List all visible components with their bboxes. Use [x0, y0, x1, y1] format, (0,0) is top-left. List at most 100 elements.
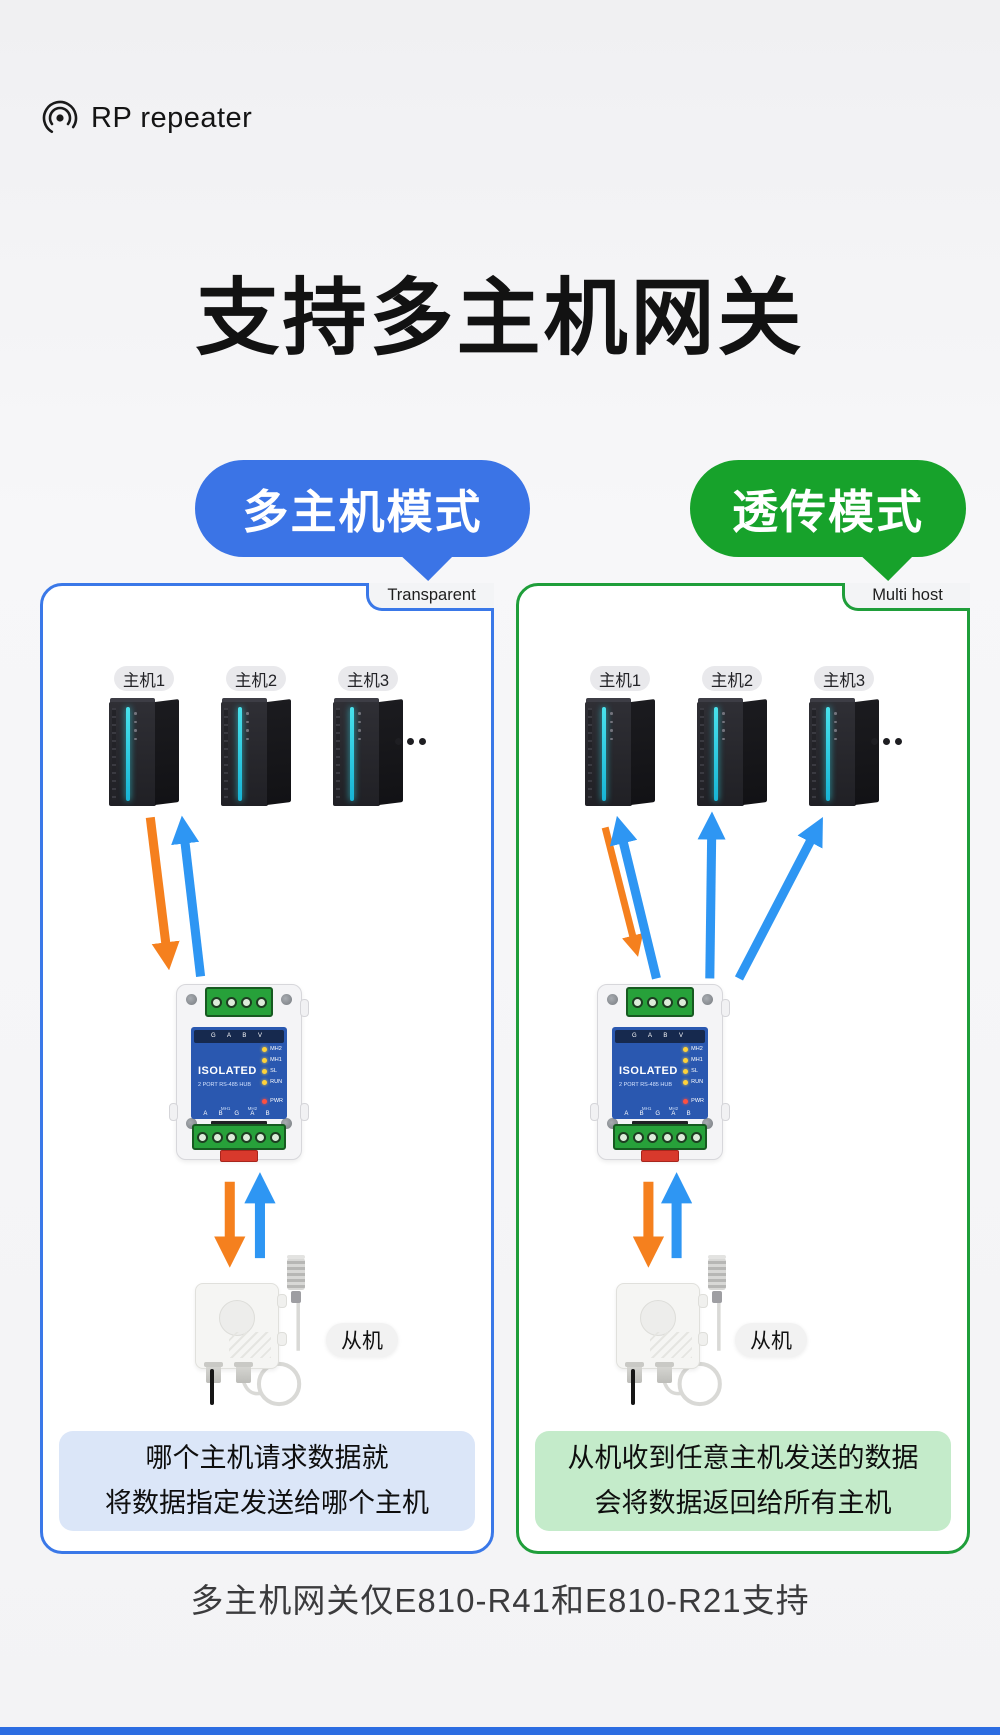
mounting-ear [277, 1332, 287, 1346]
pc-buttons [246, 712, 249, 741]
pc-led-stripe [826, 707, 831, 801]
terminal-screw [632, 996, 643, 1008]
host-computer [221, 698, 291, 806]
terminal-screw [690, 1131, 702, 1143]
cable-gland [234, 1362, 253, 1383]
led-run: RUN [262, 1079, 283, 1085]
led-dot [683, 1098, 689, 1104]
slave-vent-hatch [650, 1332, 692, 1358]
led-mh1: MH1 [683, 1057, 704, 1063]
panel-transparent-mode: Transparent 主机1 主机2 主机3 [40, 583, 494, 1554]
slave-disc [219, 1299, 255, 1336]
mounting-ear [721, 999, 730, 1017]
ellipsis-more-hosts [395, 738, 426, 745]
pc-front-face [109, 702, 156, 806]
terminal-block-top [205, 987, 273, 1017]
ellipsis-more-hosts [871, 738, 902, 745]
pc-side-face [855, 699, 879, 805]
terminal-screw [676, 1131, 688, 1143]
note-line: 从机收到任意主机发送的数据 [567, 1443, 919, 1473]
pc-top-face [586, 698, 632, 703]
led-sl: SL [683, 1068, 704, 1074]
host-label: 主机1 [590, 666, 650, 691]
pc-front-face [221, 702, 268, 806]
host-label: 主机2 [702, 666, 762, 691]
mode-badge-transparent: 透传模式 [690, 460, 966, 581]
mounting-ear [300, 999, 309, 1017]
pin-labels-bottom: MH1 MH2 A B G A B [203, 1106, 275, 1117]
screw [607, 994, 618, 1005]
pc-side-face [155, 699, 179, 805]
host-computer [809, 698, 879, 806]
pc-grill [335, 708, 341, 800]
screw [607, 1118, 618, 1129]
brand-name: RP repeater [91, 101, 253, 134]
pc-front-face [697, 702, 744, 806]
panel-tab-label: Multi host [872, 586, 943, 604]
rp-repeater-logo-icon [42, 100, 78, 136]
pc-top-face [334, 698, 380, 703]
mode-badge-label: 透传模式 [732, 485, 924, 538]
host-computer [109, 698, 179, 806]
mounting-ear [300, 1103, 309, 1121]
device-front-panel: G A B V ISOLATED 2 PORT RS-485 HUB MH2 M… [191, 1027, 287, 1119]
bottom-accent-strip [0, 1727, 1000, 1735]
pin-labels-top: G A B V [615, 1030, 705, 1043]
led-column: MH2 MH1 SL RUN PWR [683, 1046, 704, 1104]
terminal-screw [632, 1131, 644, 1143]
antenna-connector [291, 1291, 301, 1303]
device-model-text: 2 PORT RS-485 HUB [619, 1082, 672, 1088]
speech-tail [398, 553, 456, 581]
terminal-screw [211, 1131, 223, 1143]
host-label: 主机1 [114, 666, 174, 691]
mode-description: 哪个主机请求数据就 将数据指定发送给哪个主机 [59, 1431, 475, 1531]
mode-badge-label: 多主机模式 [242, 485, 483, 538]
device-model-text: 2 PORT RS-485 HUB [198, 1082, 251, 1088]
rs485-hub-device: G A B V ISOLATED 2 PORT RS-485 HUB MH2 M… [590, 984, 730, 1162]
screw [281, 994, 292, 1005]
led-pwr: PWR [262, 1098, 283, 1104]
page-title: 支持多主机网关 [195, 271, 805, 365]
sensor-probe [210, 1369, 214, 1405]
note-line: 将数据指定发送给哪个主机 [105, 1488, 429, 1518]
pc-top-face [810, 698, 856, 703]
terminal-screw [226, 996, 237, 1008]
screw [186, 994, 197, 1005]
mounting-ear [698, 1294, 708, 1308]
terminal-screw [255, 1131, 267, 1143]
mounting-ear [590, 1103, 599, 1121]
pc-grill [223, 708, 229, 800]
pc-buttons [834, 712, 837, 741]
pc-top-face [110, 698, 156, 703]
led-dot [262, 1068, 268, 1074]
pc-led-stripe [350, 707, 355, 801]
slave-disc [640, 1299, 676, 1336]
antenna-body [708, 1255, 726, 1290]
pc-side-face [267, 699, 291, 805]
host-computer [585, 698, 655, 806]
panel-tab: Transparent [366, 583, 494, 611]
terminal-screw [256, 996, 267, 1008]
terminal-screw [240, 1131, 252, 1143]
host-label: 主机3 [814, 666, 874, 691]
terminal-screw [647, 1131, 659, 1143]
screw [186, 1118, 197, 1129]
panel-tab: Multi host [842, 583, 970, 611]
led-column: MH2 MH1 SL RUN PWR [262, 1046, 283, 1104]
led-mh2: MH2 [683, 1046, 704, 1052]
note-line: 哪个主机请求数据就 [145, 1443, 389, 1473]
panel-tab-label: Transparent [387, 586, 476, 604]
note-line: 会将数据返回给所有主机 [594, 1488, 892, 1518]
slave-device [616, 1283, 708, 1383]
host-computer [333, 698, 403, 806]
pc-grill [587, 708, 593, 800]
pin-labels-bottom: MH1 MH2 A B G A B [624, 1106, 696, 1117]
pc-top-face [698, 698, 744, 703]
mounting-ear [721, 1103, 730, 1121]
screw [702, 994, 713, 1005]
pc-led-stripe [602, 707, 607, 801]
slave-vent-hatch [229, 1332, 271, 1358]
led-dot [262, 1079, 268, 1085]
terminal-screw [269, 1131, 281, 1143]
